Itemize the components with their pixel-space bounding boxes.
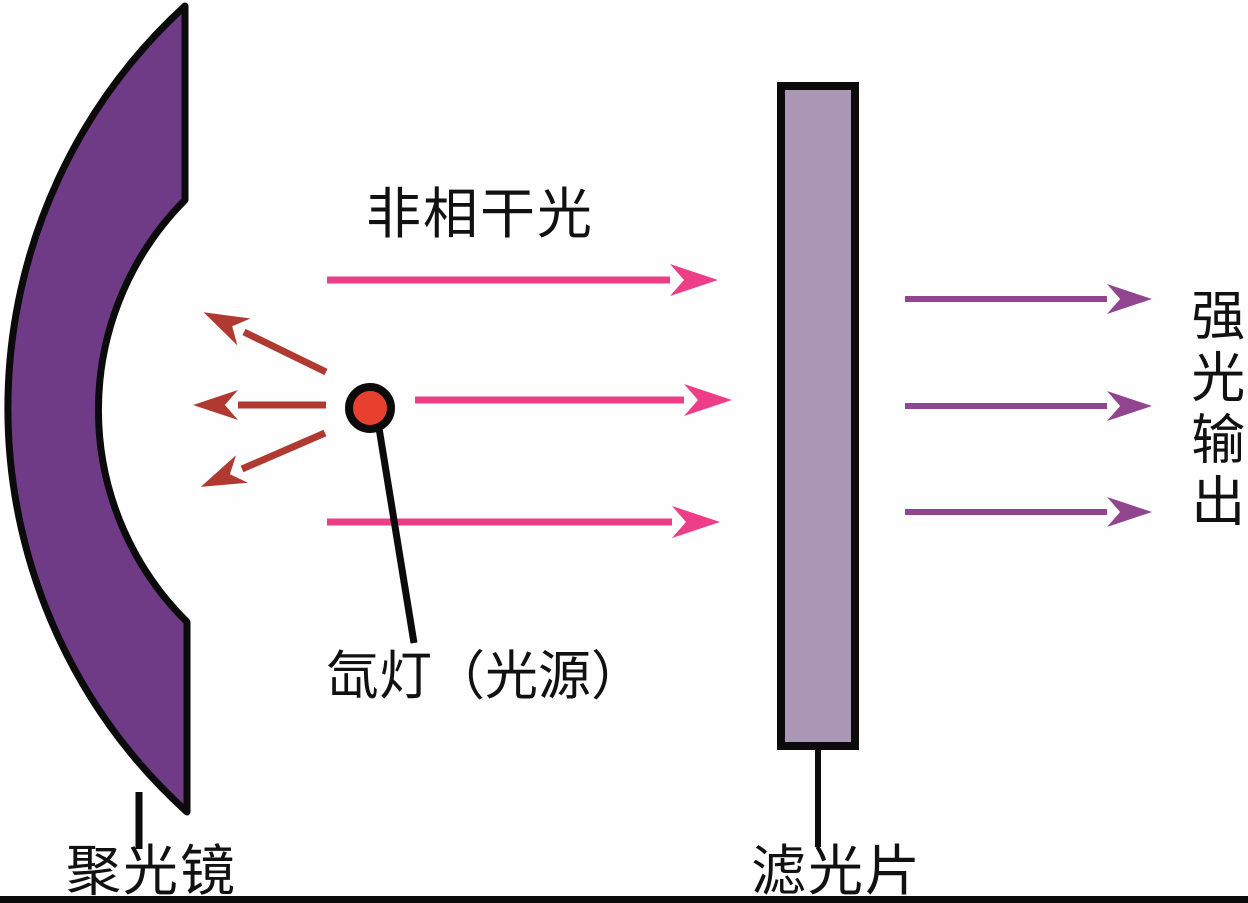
divergent-ray-up bbox=[203, 312, 328, 376]
divergent-ray-down bbox=[200, 429, 327, 487]
strong-light-output-label: 强光输出 bbox=[1181, 287, 1245, 535]
lamp-stem-line bbox=[375, 427, 418, 644]
incoherent-rays bbox=[327, 264, 732, 538]
divergent-rays bbox=[193, 312, 328, 487]
filter-label: 滤光片 bbox=[751, 839, 923, 903]
filter-slab bbox=[777, 82, 859, 750]
output-rays bbox=[905, 284, 1152, 527]
figure-bottom-border bbox=[0, 896, 1248, 903]
condenser-mirror-label: 聚光镜 bbox=[66, 839, 238, 903]
xenon-lamp-label: 氙灯（光源） bbox=[326, 646, 644, 707]
incoherent-light-label: 非相干光 bbox=[366, 182, 595, 246]
xenon-lamp-dot bbox=[345, 383, 395, 433]
condenser-mirror-shape bbox=[4, 2, 191, 816]
